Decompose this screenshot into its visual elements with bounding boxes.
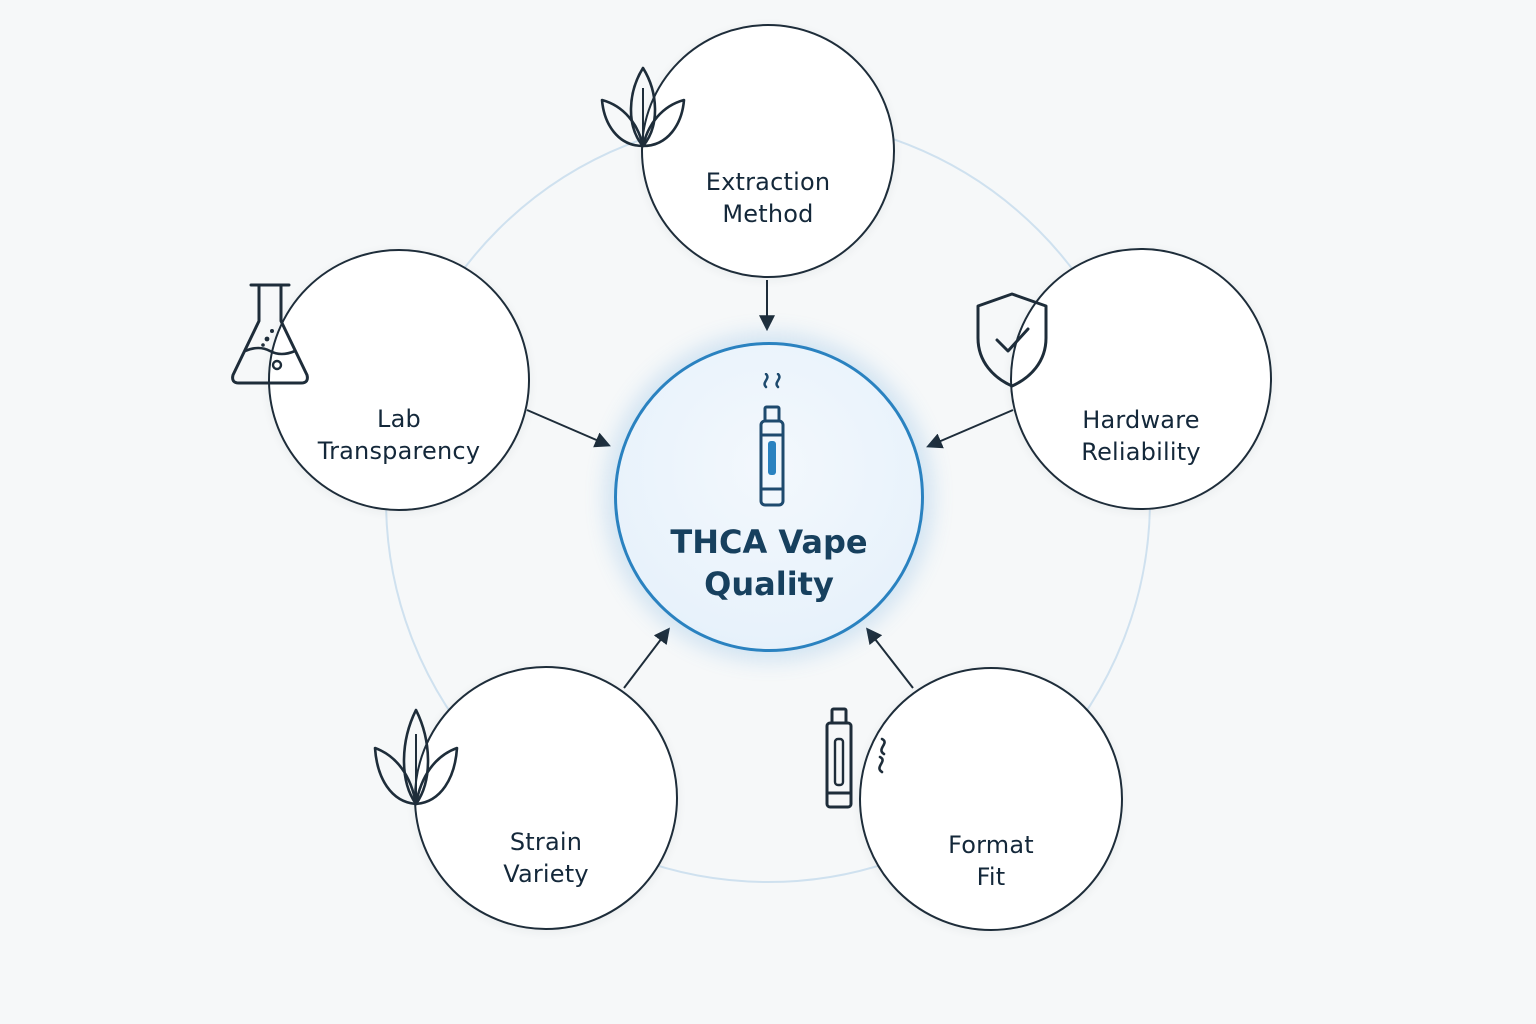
- factor-label-line1: Lab: [377, 405, 421, 433]
- center-title-line1: THCA Vape: [670, 523, 868, 561]
- factor-label-format-fit: Format Fit: [861, 829, 1121, 893]
- factor-label-extraction-method: Extraction Method: [643, 166, 893, 230]
- factor-node-hardware-reliability: Hardware Reliability: [976, 248, 1272, 510]
- vape-pen-icon: [759, 373, 785, 507]
- factor-label-line1: Format: [948, 831, 1034, 859]
- factor-label-line2: Reliability: [1081, 438, 1201, 466]
- shield-check-icon: [976, 292, 1048, 388]
- factor-node-format-fit: Format Fit: [825, 667, 1123, 931]
- leaf-icon: [600, 66, 686, 148]
- center-title: THCA Vape Quality: [617, 521, 921, 605]
- factor-label-line1: Extraction: [705, 168, 831, 196]
- factor-label-strain-variety: Strain Variety: [416, 826, 676, 890]
- factor-label-lab-transparency: Lab Transparency: [270, 403, 528, 467]
- factor-label-line2: Transparency: [317, 437, 481, 465]
- center-title-line2: Quality: [704, 565, 834, 603]
- factor-node-strain-variety: Strain Variety: [373, 666, 678, 930]
- arrow-strain-to-center: [623, 627, 670, 689]
- arrow-format-to-center: [866, 627, 914, 689]
- flask-icon: [231, 283, 309, 385]
- leaf-icon: [373, 708, 459, 806]
- factor-label-line2: Method: [722, 200, 814, 228]
- arrow-hardware-to-center: [926, 409, 1014, 449]
- factor-label-line2: Fit: [976, 863, 1006, 891]
- center-node-thca-vape-quality: THCA Vape Quality: [614, 342, 924, 652]
- factor-label-line2: Variety: [503, 860, 589, 888]
- factor-label-line1: Hardware: [1082, 406, 1200, 434]
- factor-node-lab-transparency: Lab Transparency: [231, 249, 530, 511]
- arrow-lab-to-center: [526, 409, 611, 448]
- factor-node-extraction-method: Extraction Method: [600, 24, 895, 278]
- vape-cartridge-icon: [825, 707, 886, 809]
- factor-label-line1: Strain: [509, 828, 583, 856]
- factor-label-hardware-reliability: Hardware Reliability: [1012, 404, 1270, 468]
